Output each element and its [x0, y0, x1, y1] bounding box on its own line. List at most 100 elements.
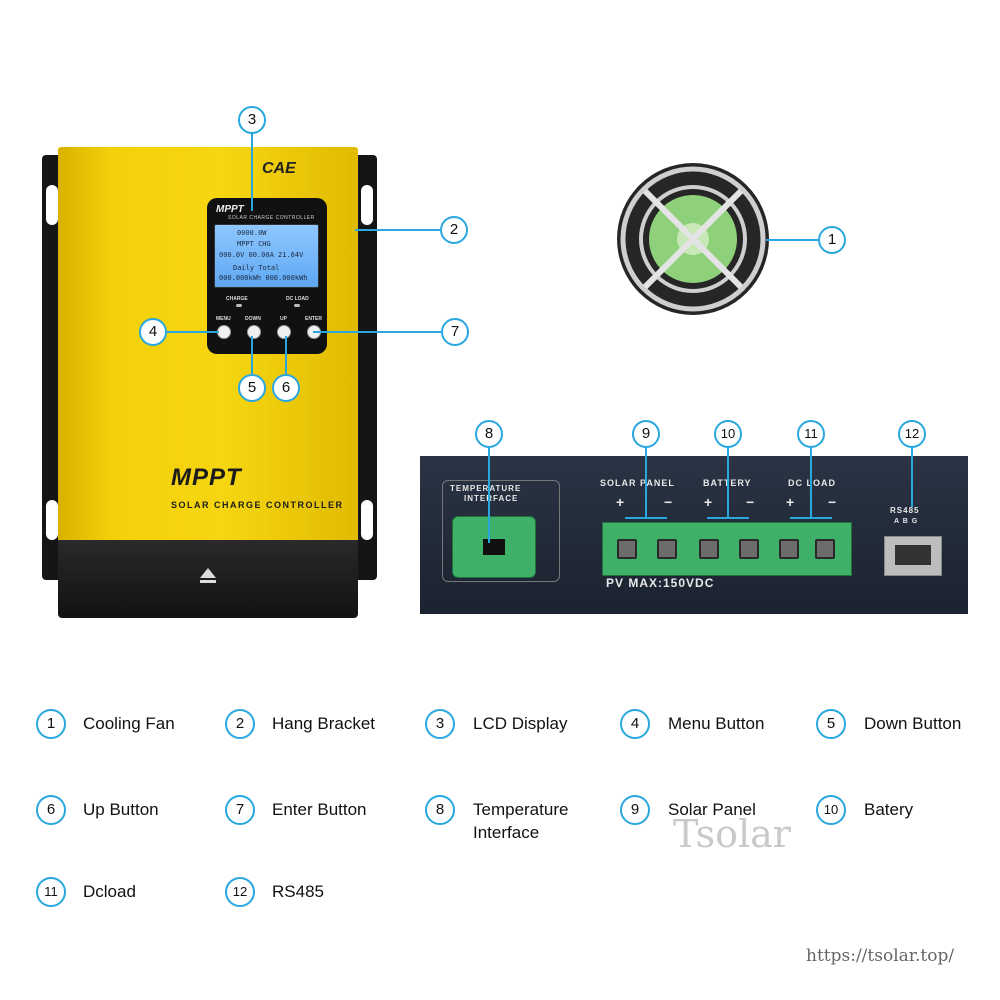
screw-solar-minus	[657, 539, 677, 559]
leader-line	[167, 331, 219, 333]
eject-icon	[200, 568, 216, 578]
screw-load-minus	[815, 539, 835, 559]
callout-8: 8	[475, 420, 503, 448]
product-subtitle: SOLAR CHARGE CONTROLLER	[171, 500, 344, 510]
rs485-label: RS485	[890, 506, 920, 515]
temp-interface-frame	[442, 480, 560, 582]
legend-label: Hang Bracket	[272, 714, 375, 733]
legend-label: Up Button	[83, 800, 159, 819]
leader-line	[285, 336, 287, 374]
legend-number: 2	[225, 709, 255, 739]
legend-number: 6	[36, 795, 66, 825]
lcd-row: Daily Total	[233, 264, 280, 272]
battery-minus: −	[746, 494, 756, 510]
led-load-label: DC LOAD	[286, 296, 309, 302]
screw-battery-plus	[699, 539, 719, 559]
leader-line	[251, 133, 253, 211]
leader-line	[625, 517, 667, 519]
product-name: MPPT	[171, 464, 242, 491]
battery-label: BATTERY	[703, 478, 752, 488]
leader-line	[251, 336, 253, 374]
solar-panel-label: SOLAR PANEL	[600, 478, 675, 488]
legend-number: 5	[816, 709, 846, 739]
callout-12: 12	[898, 420, 926, 448]
lcd-display: 0000.0W MPPT CHG 000.0V 00.00A 21.64V Da…	[214, 224, 319, 288]
callout-4: 4	[139, 318, 167, 346]
lcd-brand: MPPT	[216, 204, 244, 215]
charge-led	[236, 304, 242, 307]
led-charge-label: CHARGE	[226, 296, 248, 302]
lcd-row: MPPT CHG	[237, 240, 271, 248]
callout-3: 3	[238, 106, 266, 134]
lcd-brand-sub: SOLAR CHARGE CONTROLLER	[228, 215, 315, 221]
legend-label: Temperature	[473, 800, 569, 819]
load-led	[294, 304, 300, 307]
legend-label: RS485	[272, 882, 324, 901]
leader-line	[645, 447, 647, 517]
callout-10: 10	[714, 420, 742, 448]
legend-number: 4	[620, 709, 650, 739]
lcd-row: 000.0V 00.00A 21.64V	[219, 251, 304, 259]
legend-label-line2: Interface	[473, 823, 540, 842]
screw-solar-plus	[617, 539, 637, 559]
legend-label: Cooling Fan	[83, 714, 175, 733]
temp-interface-connector	[452, 516, 536, 578]
leader-line	[810, 447, 812, 517]
callout-7: 7	[441, 318, 469, 346]
rj45-socket	[895, 545, 931, 565]
up-button-label: UP	[280, 316, 287, 322]
legend-label: Dcload	[83, 882, 136, 901]
legend-number: 7	[225, 795, 255, 825]
callout-6: 6	[272, 374, 300, 402]
callout-5: 5	[238, 374, 266, 402]
legend-label: Down Button	[864, 714, 962, 733]
legend-number: 12	[225, 877, 255, 907]
legend-number: 9	[620, 795, 650, 825]
terminal-cover	[58, 540, 358, 618]
cooling-fan-closeup	[617, 163, 769, 315]
solar-plus: +	[616, 494, 626, 510]
callout-11: 11	[797, 420, 825, 448]
legend-label: Menu Button	[668, 714, 765, 733]
dc-load-label: DC LOAD	[788, 478, 836, 488]
callout-9: 9	[632, 420, 660, 448]
brand-logo: CAE	[262, 160, 296, 177]
rs485-pins: A B G	[894, 518, 919, 525]
eject-icon-bar	[200, 580, 216, 583]
menu-hardware-button	[217, 325, 231, 339]
leader-line	[911, 447, 913, 507]
enter-button-label: ENTER	[305, 316, 322, 322]
callout-2: 2	[440, 216, 468, 244]
leader-line	[790, 517, 832, 519]
screw-battery-minus	[739, 539, 759, 559]
up-hardware-button	[277, 325, 291, 339]
temp-socket	[483, 539, 505, 555]
legend-number: 1	[36, 709, 66, 739]
solar-minus: −	[664, 494, 674, 510]
pv-max-voltage: PV MAX:150VDC	[606, 576, 715, 590]
menu-button-label: MENU	[216, 316, 231, 322]
legend-label: Batery	[864, 800, 914, 819]
load-plus: +	[786, 494, 796, 510]
down-button-label: DOWN	[245, 316, 261, 322]
legend-number: 10	[816, 795, 846, 825]
leader-line	[707, 517, 749, 519]
legend-number: 3	[425, 709, 455, 739]
temp-interface-label-2: INTERFACE	[464, 494, 519, 503]
legend-label: LCD Display	[473, 714, 568, 733]
site-url: https://tsolar.top/	[806, 946, 955, 966]
leader-line	[488, 447, 490, 543]
legend-number: 11	[36, 877, 66, 907]
legend-label: Solar Panel	[668, 800, 756, 819]
leader-line	[355, 229, 440, 231]
watermark: Tsolar	[673, 812, 791, 856]
lcd-row: 000.000kWh 000.000kWh	[219, 274, 308, 282]
screw-load-plus	[779, 539, 799, 559]
leader-line	[727, 447, 729, 517]
load-minus: −	[828, 494, 838, 510]
terminal-strip: TEMPERATURE INTERFACE SOLAR PANEL BATTER…	[420, 456, 968, 614]
callout-1: 1	[818, 226, 846, 254]
leader-line	[313, 331, 441, 333]
rs485-port	[884, 536, 942, 576]
legend-number: 8	[425, 795, 455, 825]
